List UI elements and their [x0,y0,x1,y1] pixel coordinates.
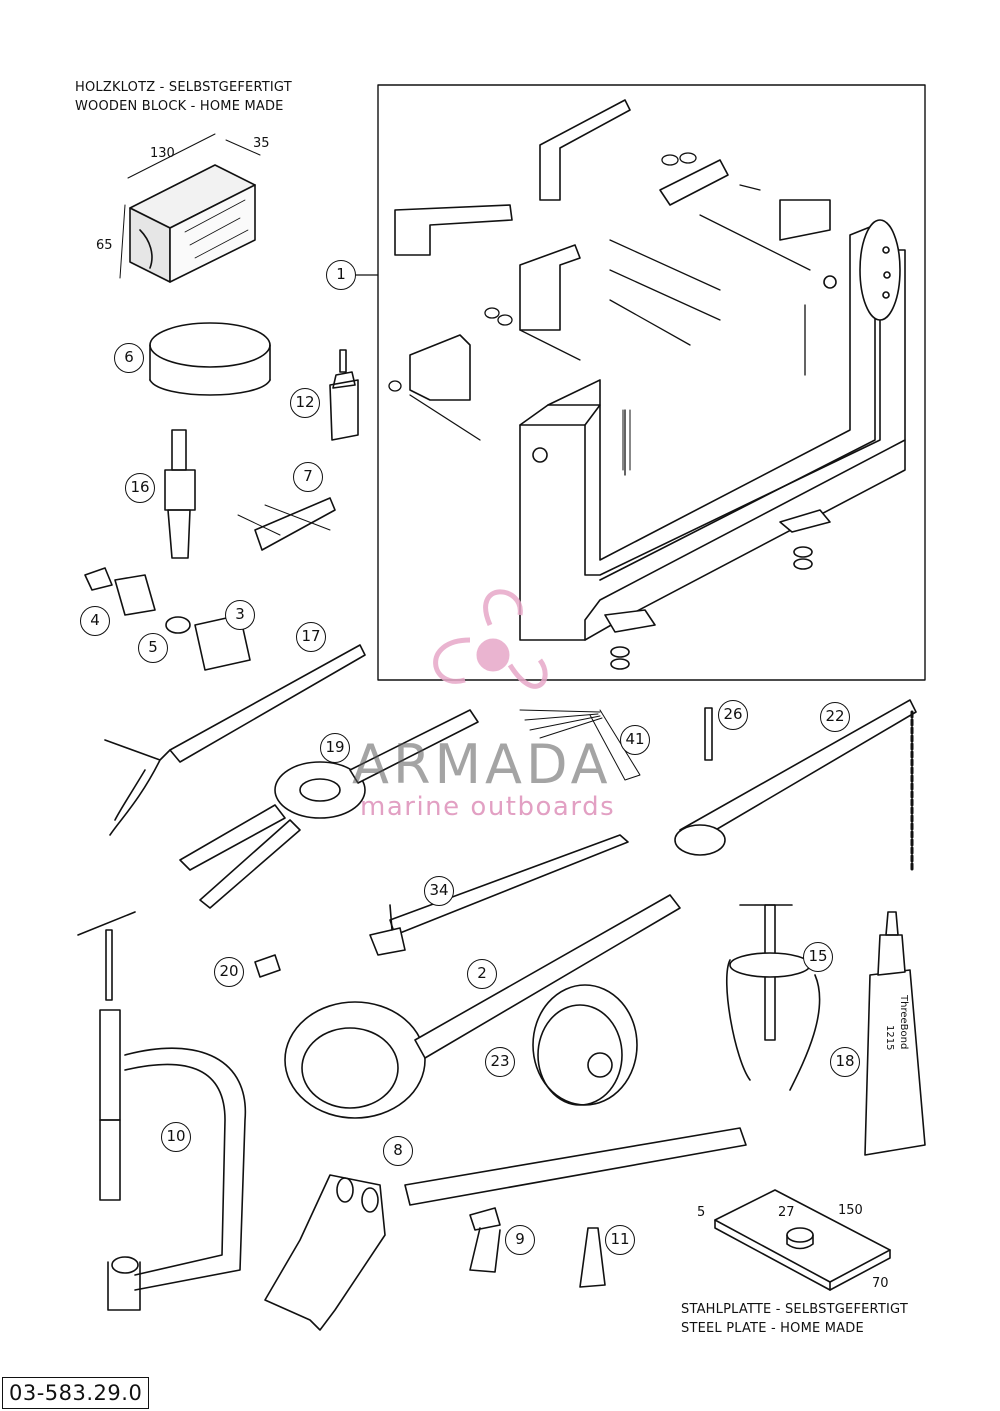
wood-block-label-de: HOLZKLOTZ - SELBSTGEFERTIGT [75,80,292,95]
chain-wrench [674,699,917,872]
tube-brand: ThreeBond [898,995,909,1050]
sealant-tube [864,911,926,1156]
steel-plate [714,1189,891,1291]
spanner-wrench [284,894,681,1119]
holding-bracket [264,1127,747,1331]
dim-plate-thickness: 5 [697,1205,706,1220]
callout-41: 41 [620,725,650,755]
callout-18: 18 [830,1047,860,1077]
frame-bolts [388,152,811,476]
callout-19: 19 [320,733,350,763]
callout-10: 10 [161,1122,191,1152]
press-tool [77,911,247,1311]
callout-22: 22 [820,702,850,732]
dim-plate-hole: 27 [778,1205,795,1220]
tube-code: 1215 [884,1025,895,1051]
frame-brackets [394,99,729,401]
watermark-logo [433,589,548,689]
callout-20: 20 [214,957,244,987]
callout-9: 9 [505,1225,535,1255]
callout-5: 5 [138,633,168,663]
dim-block-length: 130 [150,146,175,161]
bolt [254,954,281,978]
callout-16: 16 [125,473,155,503]
flywheel-puller [532,984,638,1106]
steel-plate-label-de: STAHLPLATTE - SELBSTGEFERTIGT [681,1302,908,1317]
dim-plate-width: 70 [872,1276,889,1291]
dim-block-height: 65 [96,238,113,253]
callout-15: 15 [803,942,833,972]
frame-kit-box [377,84,926,681]
wood-block-label-en: WOODEN BLOCK - HOME MADE [75,99,284,114]
dim-plate-length: 150 [838,1203,863,1218]
fork-bar [104,644,366,836]
watermark-subtitle: marine outboards [360,792,616,822]
watermark-title: ARMADA [352,733,612,796]
callout-2: 2 [467,959,497,989]
holding-tool [179,709,479,909]
puller-tool [164,429,196,559]
callout-12: 12 [290,388,320,418]
callout-8: 8 [383,1136,413,1166]
engine-stand-frame [519,199,906,670]
strap-wrench [369,834,629,956]
wooden-block [119,133,261,283]
gear-puller [725,904,821,1091]
steel-plate-note: STAHLPLATTE - SELBSTGEFERTIGT STEEL PLAT… [681,1300,908,1338]
crank-tool [469,1207,501,1273]
callout-6: 6 [114,343,144,373]
callout-4: 4 [80,606,110,636]
ring-tool [149,322,271,396]
callout-26: 26 [718,700,748,730]
steel-plate-label-en: STEEL PLATE - HOME MADE [681,1321,864,1336]
adhesive-bottle [329,349,359,441]
clamp-tool [237,497,336,551]
callout-7: 7 [293,462,323,492]
callout-23: 23 [485,1047,515,1077]
callout-34: 34 [424,876,454,906]
callout-11: 11 [605,1225,635,1255]
document-number: 03-583.29.0 [2,1377,150,1409]
tapered-punch [579,1227,606,1288]
callout-1: 1 [326,260,356,290]
wood-block-note: HOLZKLOTZ - SELBSTGEFERTIGT WOODEN BLOCK… [75,78,292,116]
callout-3: 3 [225,600,255,630]
pin [704,707,713,761]
callout-17: 17 [296,622,326,652]
dim-block-depth: 35 [253,136,270,151]
